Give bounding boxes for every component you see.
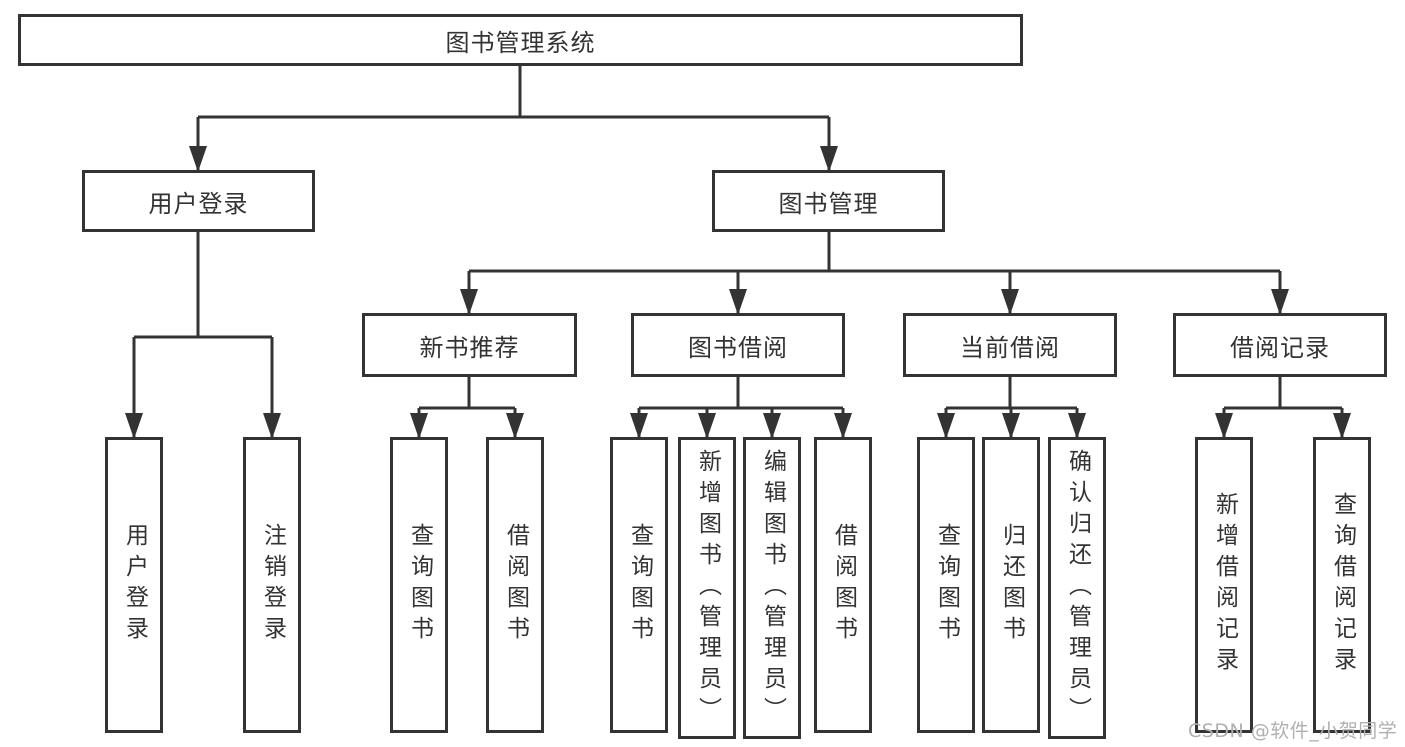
node-label: 当前借阅 xyxy=(960,333,1060,362)
leaf-add-book-admin: 新增图书（管理员） xyxy=(678,437,736,739)
csdn-watermark: CSDN @软件_小贺同学 xyxy=(1188,720,1398,742)
node-label: 新书推荐 xyxy=(419,333,520,362)
leaf-query-book-borrow: 查询图书 xyxy=(610,437,668,733)
node-label: 新增借阅记录 xyxy=(1211,492,1238,678)
node-label: 用户登录 xyxy=(148,189,249,218)
node-label: 图书管理系统 xyxy=(445,28,596,57)
node-label: 编辑图书（管理员） xyxy=(759,448,786,728)
leaf-user-login: 用户登录 xyxy=(105,437,163,733)
leaf-confirm-return-admin: 确认归还（管理员） xyxy=(1048,437,1106,739)
leaf-return-book: 归还图书 xyxy=(982,437,1040,733)
leaf-borrow-book: 借阅图书 xyxy=(814,437,872,733)
node-current-borrow: 当前借阅 xyxy=(903,313,1117,377)
node-user-login: 用户登录 xyxy=(82,170,315,232)
node-label: 图书管理 xyxy=(778,189,879,218)
node-label: 注销登录 xyxy=(259,523,286,647)
node-label: 借阅图书 xyxy=(830,523,857,647)
node-label: 新增图书（管理员） xyxy=(694,448,721,728)
node-label: 确认归还（管理员） xyxy=(1064,448,1091,728)
node-label: 查询图书 xyxy=(933,523,960,647)
node-new-book-recommend: 新书推荐 xyxy=(362,313,577,377)
leaf-query-book-current: 查询图书 xyxy=(917,437,975,733)
node-label: 借阅记录 xyxy=(1230,333,1330,362)
node-label: 图书借阅 xyxy=(688,333,788,362)
node-label: 查询借阅记录 xyxy=(1329,492,1356,678)
node-label: 借阅图书 xyxy=(502,523,529,647)
leaf-query-borrow-record: 查询借阅记录 xyxy=(1313,437,1371,733)
leaf-logout: 注销登录 xyxy=(243,437,301,733)
leaf-query-book-rec: 查询图书 xyxy=(390,437,448,733)
node-root-system: 图书管理系统 xyxy=(18,14,1023,66)
node-borrow-record: 借阅记录 xyxy=(1173,313,1387,377)
node-label: 用户登录 xyxy=(121,523,148,647)
node-label: 查询图书 xyxy=(406,523,433,647)
node-label: 查询图书 xyxy=(626,523,653,647)
leaf-edit-book-admin: 编辑图书（管理员） xyxy=(743,437,801,739)
node-book-management: 图书管理 xyxy=(712,170,945,232)
node-label: 归还图书 xyxy=(998,523,1025,647)
leaf-borrow-book-rec: 借阅图书 xyxy=(486,437,544,733)
leaf-add-borrow-record: 新增借阅记录 xyxy=(1195,437,1253,733)
node-book-borrow: 图书借阅 xyxy=(631,313,845,377)
